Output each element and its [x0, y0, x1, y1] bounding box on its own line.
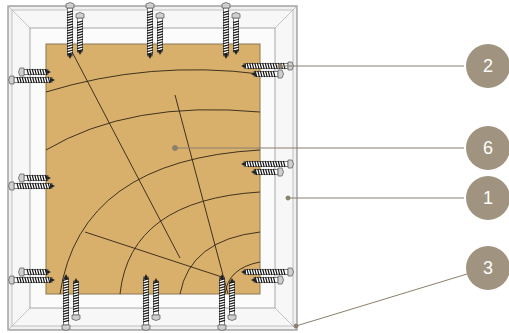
screw — [241, 160, 294, 168]
screw — [218, 274, 226, 331]
screw — [251, 168, 284, 176]
screw — [251, 276, 284, 284]
leader-lines — [173, 64, 468, 328]
screw — [62, 274, 70, 331]
callout-number: 1 — [483, 189, 493, 207]
screws — [9, 3, 294, 331]
screw — [76, 13, 84, 56]
screw — [152, 278, 160, 321]
screw — [19, 268, 52, 276]
screw — [251, 70, 284, 78]
callout-number: 6 — [483, 139, 493, 157]
callout-circle: 3 — [466, 246, 509, 290]
screw — [9, 276, 56, 284]
callout-number: 3 — [483, 259, 493, 277]
screw — [222, 3, 230, 60]
wood-panel — [46, 44, 260, 294]
callout-number: 2 — [483, 57, 493, 75]
screw — [19, 68, 52, 76]
screw — [66, 3, 74, 60]
frame — [8, 6, 297, 330]
callout-circle: 2 — [466, 44, 509, 88]
screw — [9, 76, 56, 84]
screw — [9, 182, 56, 190]
screw — [156, 13, 164, 56]
screw — [72, 278, 80, 321]
callout-circle: 6 — [466, 126, 509, 170]
screw — [228, 278, 236, 321]
screw — [232, 13, 240, 56]
callout-circle: 1 — [466, 176, 509, 220]
screw — [241, 268, 294, 276]
screw — [146, 3, 154, 60]
screw — [19, 174, 52, 182]
screw — [142, 274, 150, 331]
